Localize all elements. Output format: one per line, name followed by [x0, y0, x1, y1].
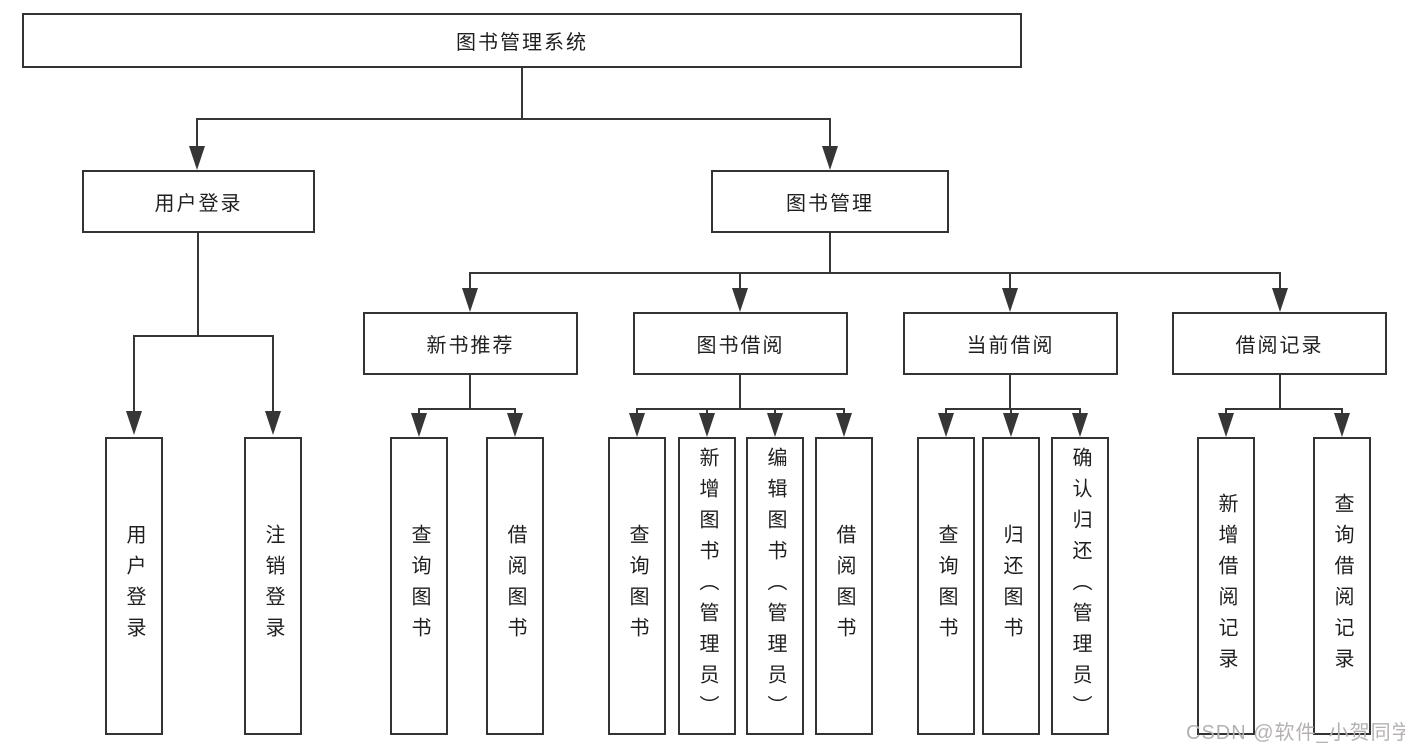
arrow-down-icon — [699, 413, 715, 437]
node-current-borrow: 当前借阅 — [903, 312, 1118, 375]
node-user-login: 用户登录 — [82, 170, 315, 233]
connector-line — [1009, 272, 1011, 288]
node-book-management: 图书管理 — [711, 170, 949, 233]
arrow-down-icon — [1334, 413, 1350, 437]
connector-line — [469, 272, 471, 288]
connector-line — [514, 408, 516, 416]
leaf-add-borrow-record: 新增借阅记录 — [1197, 437, 1255, 735]
connector-line — [272, 335, 274, 413]
connector-line — [197, 233, 199, 335]
connector-line — [829, 233, 831, 272]
node-borrow-records-label: 借阅记录 — [1235, 335, 1324, 357]
node-root-label: 图书管理系统 — [456, 32, 588, 54]
leaf-borrow-books-1: 借阅图书 — [486, 437, 544, 735]
leaf-edit-book-admin-label: 编辑图书（管理员） — [764, 446, 786, 726]
connector-line — [469, 375, 471, 408]
arrow-down-icon — [629, 413, 645, 437]
leaf-query-books-2: 查询图书 — [608, 437, 666, 735]
leaf-add-borrow-record-label: 新增借阅记录 — [1215, 493, 1237, 679]
connector-line — [739, 375, 741, 408]
arrow-down-icon — [265, 411, 281, 435]
node-new-book-recommend: 新书推荐 — [363, 312, 578, 375]
leaf-borrow-books-1-label: 借阅图书 — [504, 524, 526, 648]
arrow-down-icon — [1002, 288, 1018, 312]
arrow-down-icon — [767, 413, 783, 437]
leaf-edit-book-admin: 编辑图书（管理员） — [746, 437, 804, 735]
connector-line — [469, 272, 1281, 274]
arrow-down-icon — [938, 413, 954, 437]
node-book-borrow: 图书借阅 — [633, 312, 848, 375]
connector-line — [1341, 408, 1343, 416]
leaf-borrow-books-2-label: 借阅图书 — [833, 524, 855, 648]
connector-line — [636, 408, 845, 410]
leaf-user-login: 用户登录 — [105, 437, 163, 735]
leaf-add-book-admin: 新增图书（管理员） — [678, 437, 736, 735]
leaf-user-login-label: 用户登录 — [123, 524, 145, 648]
leaf-query-books-3-label: 查询图书 — [935, 524, 957, 648]
connector-line — [945, 408, 1081, 410]
arrow-down-icon — [822, 146, 838, 170]
leaf-query-books-2-label: 查询图书 — [626, 524, 648, 648]
leaf-query-books-1: 查询图书 — [390, 437, 448, 735]
node-borrow-records: 借阅记录 — [1172, 312, 1387, 375]
leaf-return-books-label: 归还图书 — [1000, 524, 1022, 648]
connector-line — [636, 408, 638, 416]
connector-line — [133, 335, 274, 337]
arrow-down-icon — [1272, 288, 1288, 312]
leaf-confirm-return-admin-label: 确认归还（管理员） — [1069, 446, 1091, 726]
arrow-down-icon — [1072, 413, 1088, 437]
leaf-add-book-admin-label: 新增图书（管理员） — [696, 446, 718, 726]
arrow-down-icon — [1003, 413, 1019, 437]
connector-line — [418, 408, 420, 416]
node-new-book-recommend-label: 新书推荐 — [426, 335, 515, 357]
arrow-down-icon — [836, 413, 852, 437]
connector-line — [829, 118, 831, 148]
connector-line — [945, 408, 947, 416]
connector-line — [1279, 375, 1281, 408]
connector-line — [133, 335, 135, 413]
leaf-borrow-books-2: 借阅图书 — [815, 437, 873, 735]
node-root: 图书管理系统 — [22, 13, 1022, 68]
connector-line — [1225, 408, 1343, 410]
leaf-query-borrow-record-label: 查询借阅记录 — [1331, 493, 1353, 679]
leaf-logout: 注销登录 — [244, 437, 302, 735]
node-book-borrow-label: 图书借阅 — [696, 335, 785, 357]
connector-line — [1009, 375, 1011, 408]
arrow-down-icon — [411, 413, 427, 437]
arrow-down-icon — [189, 146, 205, 170]
csdn-watermark: CSDN @软件_小贺同学 — [1186, 722, 1405, 744]
leaf-logout-label: 注销登录 — [262, 524, 284, 648]
leaf-query-books-1-label: 查询图书 — [408, 524, 430, 648]
node-book-management-label: 图书管理 — [786, 193, 874, 215]
leaf-query-borrow-record: 查询借阅记录 — [1313, 437, 1371, 735]
connector-line — [774, 408, 776, 416]
leaf-confirm-return-admin: 确认归还（管理员） — [1051, 437, 1109, 735]
connector-line — [843, 408, 845, 416]
arrow-down-icon — [126, 411, 142, 435]
arrow-down-icon — [1218, 413, 1234, 437]
leaf-return-books: 归还图书 — [982, 437, 1040, 735]
node-current-borrow-label: 当前借阅 — [966, 335, 1055, 357]
connector-line — [739, 272, 741, 288]
connector-line — [196, 118, 831, 120]
arrow-down-icon — [732, 288, 748, 312]
leaf-query-books-3: 查询图书 — [917, 437, 975, 735]
connector-line — [1079, 408, 1081, 416]
connector-line — [1010, 408, 1012, 416]
arrow-down-icon — [462, 288, 478, 312]
connector-line — [521, 68, 523, 118]
connector-line — [1225, 408, 1227, 416]
node-user-login-label: 用户登录 — [154, 193, 243, 215]
arrow-down-icon — [507, 413, 523, 437]
connector-line — [706, 408, 708, 416]
connector-line — [418, 408, 516, 410]
connector-line — [1279, 272, 1281, 288]
connector-line — [196, 118, 198, 148]
